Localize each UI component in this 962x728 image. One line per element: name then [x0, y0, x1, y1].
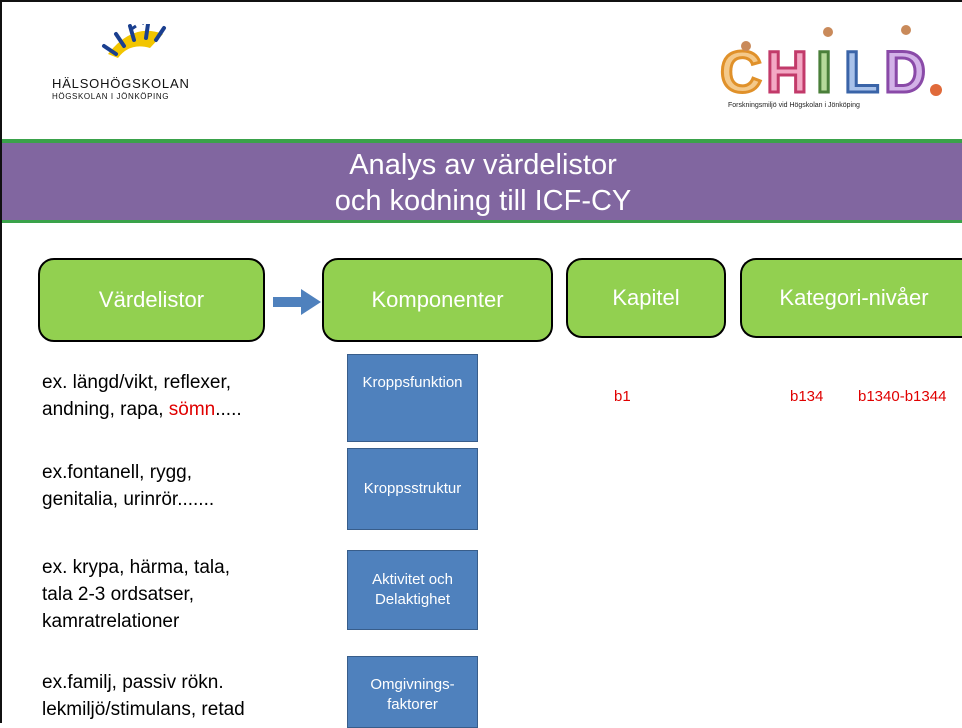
box-kapitel: Kapitel: [566, 258, 726, 338]
example-3-line-1: ex. krypa, härma, tala,: [42, 557, 230, 578]
example-2-line-2: genitalia, urinrör.......: [42, 489, 215, 510]
example-omgivning: ex.familj, passiv rökn. lekmiljö/stimula…: [42, 669, 245, 723]
svg-text:L: L: [844, 40, 879, 105]
slide-title-line-1: Analys av värdelistor: [349, 149, 617, 181]
example-kroppsstruktur: ex.fontanell, rygg, genitalia, urinrör..…: [42, 459, 214, 513]
code-category: b134: [790, 388, 824, 405]
child-logo: C H I L D: [719, 25, 942, 107]
box-kategori: Kategori-nivåer: [740, 258, 962, 338]
svg-text:H: H: [766, 40, 808, 105]
org-name: HÄLSOHÖGSKOLAN: [52, 76, 190, 91]
highlight-somn: sömn: [168, 399, 216, 420]
box-komponenter: Komponenter: [322, 258, 553, 342]
divider-bottom: [2, 220, 962, 223]
svg-text:C: C: [720, 40, 762, 105]
component-omgivning: Omgivnings- faktorer: [347, 656, 478, 728]
code-range: b1340-b1344: [858, 388, 947, 405]
example-1-line-2: andning, rapa, sömn.....: [42, 399, 242, 420]
halsohogskolan-sun-logo: [102, 24, 166, 58]
component-aktivitet: Aktivitet och Delaktighet: [347, 550, 478, 630]
box-vardelistor-label: Värdelistor: [98, 287, 205, 312]
example-4-line-2: lekmiljö/stimulans, retad: [42, 699, 245, 720]
svg-text:D: D: [884, 40, 926, 105]
org-subtitle: HÖGSKOLAN I JÖNKÖPING: [52, 92, 170, 101]
example-3-line-2: tala 2-3 ordsatser,: [42, 584, 195, 605]
divider-top: [2, 139, 962, 143]
svg-text:I: I: [816, 40, 832, 105]
slide-title-line-2: och kodning till ICF-CY: [334, 185, 632, 217]
arrow-right-icon: [273, 289, 321, 315]
box-kategori-label: Kategori-nivåer: [779, 285, 929, 310]
example-2-line-1: ex.fontanell, rygg,: [42, 462, 192, 483]
example-aktivitet: ex. krypa, härma, tala, tala 2-3 ordsats…: [42, 554, 230, 635]
example-kroppsfunktion: ex. längd/vikt, reflexer, andning, rapa,…: [42, 369, 242, 423]
child-subtitle: Forskningsmiljö vid Högskolan i Jönköpin…: [728, 102, 860, 109]
example-3-line-3: kamratrelationer: [42, 611, 180, 632]
example-1-line-1: ex. längd/vikt, reflexer,: [42, 372, 232, 393]
box-kapitel-label: Kapitel: [612, 285, 680, 310]
code-chapter: b1: [614, 388, 631, 405]
example-4-line-1: ex.familj, passiv rökn.: [42, 672, 224, 693]
component-kroppsstruktur: Kroppsstruktur: [347, 448, 478, 530]
title-band: [2, 143, 962, 220]
box-komponenter-label: Komponenter: [371, 287, 504, 312]
box-vardelistor: Värdelistor: [38, 258, 265, 342]
component-kroppsfunktion: Kroppsfunktion: [347, 354, 478, 442]
